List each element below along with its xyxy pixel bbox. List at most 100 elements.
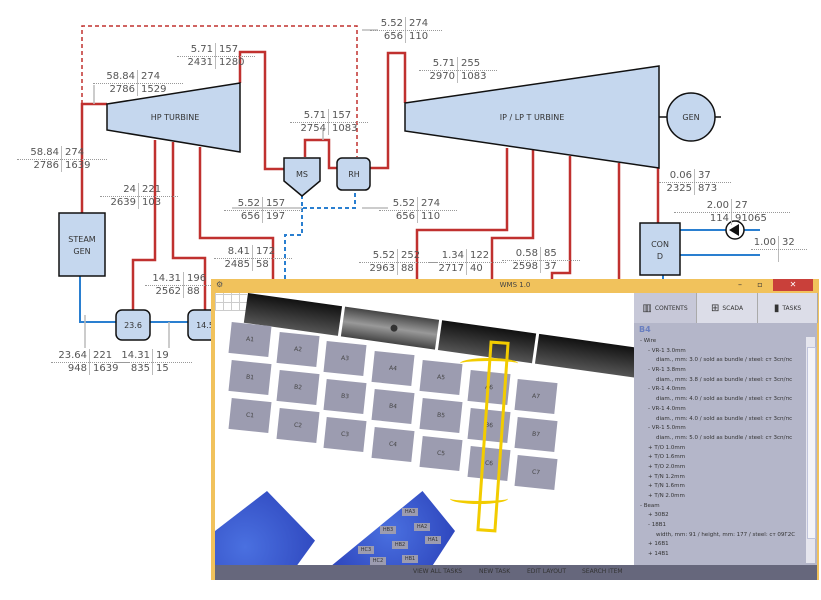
search-item-button[interactable]: SEARCH ITEM <box>582 568 623 575</box>
readout-value: 40 <box>470 263 483 274</box>
tree-item[interactable]: - Beam <box>640 502 660 509</box>
storage-cell-a4[interactable]: A4 <box>371 350 415 386</box>
storage-cell-a1[interactable]: A1 <box>228 321 272 358</box>
storage-cell-c2[interactable]: C2 <box>276 407 320 443</box>
storage-cell-b2[interactable]: B2 <box>276 369 320 405</box>
minimize-button[interactable]: – <box>738 280 742 289</box>
readout-value: 1083 <box>461 71 487 82</box>
edit-layout-button[interactable]: EDIT LAYOUT <box>527 568 566 575</box>
dock-cell[interactable]: HB1 <box>402 555 418 563</box>
tree-item-detail: diam., mm: 4.0 / sold as bundle / steel:… <box>656 396 793 403</box>
storage-cell-c7[interactable]: C7 <box>514 454 558 491</box>
readout-value: 14.31 <box>121 350 150 361</box>
scrollbar[interactable] <box>806 337 816 563</box>
readout-value: 5.52 <box>392 198 415 209</box>
storage-cell-a3[interactable]: A3 <box>323 340 367 377</box>
storage-cell-b4[interactable]: B4 <box>371 388 415 424</box>
tree-item[interactable]: - VR-1 3.8mm <box>648 367 686 374</box>
storage-cell-b3[interactable]: B3 <box>323 378 367 415</box>
tab-scada[interactable]: ⊞SCADA <box>697 293 758 323</box>
heater-1 <box>115 309 151 341</box>
readout-value: 103 <box>142 197 162 208</box>
readout-value: 1639 <box>65 160 91 171</box>
tree-item[interactable]: - 18B1 <box>648 522 667 529</box>
storage-cell-b5[interactable]: B5 <box>419 397 463 434</box>
storage-cell-c4[interactable]: C4 <box>371 426 415 462</box>
tree-item-detail: width, mm: 91 / height, mm: 177 / steel:… <box>656 531 796 538</box>
ip-lp-turbine-label: IP / LP T URBINE <box>500 113 565 122</box>
view-all-tasks-button[interactable]: VIEW ALL TASKS <box>413 568 463 575</box>
readout-value: 5.52 <box>380 18 403 29</box>
dock-cell[interactable]: HA3 <box>402 508 418 516</box>
dock-cell[interactable]: HA2 <box>414 523 430 531</box>
storage-cell-c5[interactable]: C5 <box>419 435 463 472</box>
readout-value: 37 <box>698 170 711 181</box>
readout-value: 2598 <box>512 261 538 272</box>
storage-cell-a5[interactable]: A5 <box>419 359 463 396</box>
heater-1-label: 23.6 <box>124 321 142 330</box>
tree-item[interactable]: + 16B1 <box>648 541 669 548</box>
readout-value: 1639 <box>93 363 119 374</box>
storage-cell-a2[interactable]: A2 <box>276 331 320 367</box>
tree-item-detail: diam., mm: 5.0 / sold as bundle / steel:… <box>656 434 793 441</box>
tree-item[interactable]: - VR-1 4.0mm <box>648 386 686 393</box>
tab-contents[interactable]: ▥CONTENTS <box>634 293 697 323</box>
readout-value: 1280 <box>219 57 245 68</box>
readout-value: 85 <box>544 248 557 259</box>
readout-value: 2485 <box>224 259 250 270</box>
dock-cell[interactable]: HB2 <box>392 541 408 549</box>
readout-value: 5.71 <box>190 44 213 55</box>
storage-cell-a7[interactable]: A7 <box>514 378 558 415</box>
tree-item[interactable]: + T/O 1.6mm <box>648 454 686 461</box>
dock-cell[interactable]: HA1 <box>425 536 441 544</box>
tree-item[interactable]: + T/N 1.6mm <box>648 483 685 490</box>
readout-value: 1083 <box>332 123 358 134</box>
tree-item[interactable]: + T/N 1.2mm <box>648 473 685 480</box>
readout-value: 2786 <box>33 160 59 171</box>
tree-item[interactable]: + 30B2 <box>648 512 669 519</box>
tree-item[interactable]: + T/O 1.0mm <box>648 444 686 451</box>
tree-item[interactable]: - VR-1 3.0mm <box>648 347 686 354</box>
readout-value: 5.71 <box>303 110 326 121</box>
readout-value: 58 <box>256 259 269 270</box>
storage-cell-c3[interactable]: C3 <box>323 416 367 453</box>
rack-icon: ▥ <box>642 302 652 314</box>
reheater <box>336 157 371 191</box>
readout-value: 196 <box>187 273 207 284</box>
maximize-button[interactable]: ▫ <box>757 280 763 289</box>
cond-label-2: D <box>657 252 663 261</box>
readout-value: 172 <box>256 246 276 257</box>
tree-item-detail: diam., mm: 3.0 / sold as bundle / steel:… <box>656 357 793 364</box>
contents-tree[interactable]: - Wire - VR-1 3.0mm diam., mm: 3.0 / sold … <box>638 337 804 563</box>
selected-cell-heading: B4 <box>639 325 651 334</box>
new-task-button[interactable]: NEW TASK <box>479 568 511 575</box>
close-button[interactable]: ✕ <box>773 279 813 291</box>
tree-item[interactable]: + 14B1 <box>648 551 669 558</box>
tree-item[interactable]: + T/N 2.0mm <box>648 493 685 499</box>
dock-cell[interactable]: HC2 <box>370 557 386 565</box>
readout-value: 274 <box>141 71 161 82</box>
storage-cell-c1[interactable]: C1 <box>228 397 272 434</box>
tree-item[interactable]: - VR-1 4.0mm <box>648 405 686 412</box>
dock-cell[interactable]: HC3 <box>358 546 374 554</box>
drain-line <box>301 190 356 209</box>
dock-cell[interactable]: HB3 <box>380 526 396 534</box>
tree-item[interactable]: - Wire <box>640 338 657 344</box>
title-bar[interactable]: ⚙ WMS 1.0 – ▫ ✕ <box>211 279 819 293</box>
tab-tasks[interactable]: ▮TASKS <box>758 293 818 323</box>
readout-value: 2754 <box>300 123 326 134</box>
hp-turbine-label: HP TURBINE <box>151 113 200 122</box>
storage-cell-b1[interactable]: B1 <box>228 359 272 396</box>
readout-value: 2639 <box>110 197 136 208</box>
readout-value: 2562 <box>155 286 181 297</box>
tree-item[interactable]: + T/O 2.0mm <box>648 463 686 470</box>
storage-cell-b7[interactable]: B7 <box>514 416 558 453</box>
hp-turbine <box>106 82 241 153</box>
tree-item[interactable]: - VR-1 5.0mm <box>648 425 686 432</box>
